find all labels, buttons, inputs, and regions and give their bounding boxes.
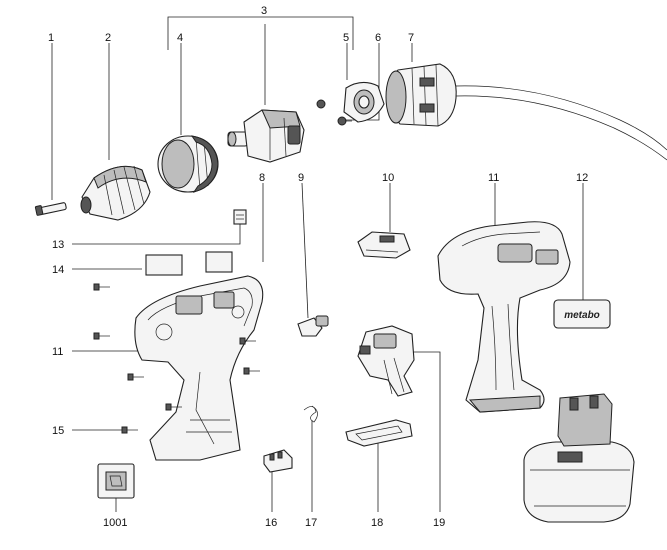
part-battery-latch <box>345 419 413 447</box>
label-6: 6 <box>375 32 381 44</box>
part-motor <box>385 63 667 161</box>
part-gearbox <box>227 109 305 163</box>
label-3: 3 <box>261 5 267 17</box>
part-housing-screws <box>93 283 260 434</box>
part-keyless-chuck <box>80 165 151 221</box>
label-2: 2 <box>105 32 111 44</box>
label-14: 14 <box>52 264 64 276</box>
label-1001: 1001 <box>103 517 127 529</box>
part-battery-pack <box>523 393 635 523</box>
label-8: 8 <box>259 172 265 184</box>
label-4: 4 <box>177 32 183 44</box>
part-spring <box>303 405 318 423</box>
part-ring <box>157 135 219 193</box>
part-small-clip <box>233 209 247 225</box>
label-17: 17 <box>305 517 317 529</box>
label-7: 7 <box>408 32 414 44</box>
part-terminal-block <box>263 449 293 473</box>
label-12: 12 <box>576 172 588 184</box>
part-chuck-screw <box>34 202 67 216</box>
part-housing-left <box>134 275 264 461</box>
label-10: 10 <box>382 172 394 184</box>
label-13: 13 <box>52 239 64 251</box>
label-11-top: 11 <box>488 172 499 184</box>
label-18: 18 <box>371 517 383 529</box>
part-small-screws <box>316 99 352 126</box>
label-11-left: 11 <box>52 346 63 358</box>
part-switch-module <box>357 325 415 397</box>
part-instruction-manual <box>97 463 135 499</box>
part-housing-right <box>437 221 571 413</box>
leader-lines <box>51 16 584 512</box>
part-number-labels: 1 2 3 4 5 6 7 8 9 10 11 12 13 14 11 15 1… <box>48 5 588 529</box>
label-1: 1 <box>48 32 54 44</box>
label-9: 9 <box>298 172 304 184</box>
label-16: 16 <box>265 517 277 529</box>
part-mounting-plate <box>343 81 385 123</box>
part-labels <box>145 251 233 276</box>
logo-text: metabo <box>564 310 600 321</box>
label-19: 19 <box>433 517 445 529</box>
label-15: 15 <box>52 425 64 437</box>
part-switch-lever <box>297 315 329 337</box>
part-logo-plate: metabo <box>553 299 611 329</box>
part-slide-switch <box>357 231 411 259</box>
label-5: 5 <box>343 32 349 44</box>
